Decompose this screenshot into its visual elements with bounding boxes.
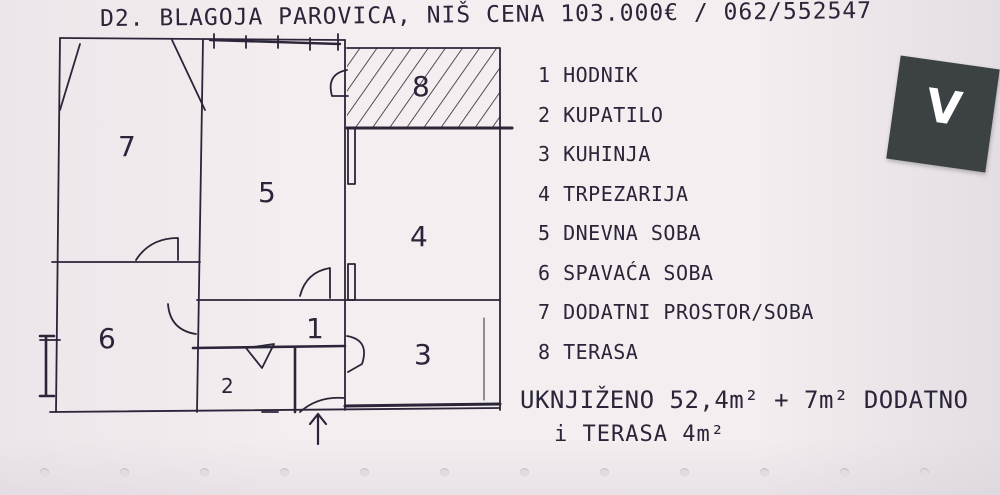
window <box>208 38 342 46</box>
legend-item: 3 KUHINJA <box>538 142 651 166</box>
perforation-hole <box>840 468 849 477</box>
legend-item: 4 TRPEZARIJA <box>538 181 689 206</box>
legend-item: 6 SPAVAĆA SOBA <box>538 260 714 285</box>
measure-mark <box>38 334 56 398</box>
wall <box>343 402 502 408</box>
perforation-hole <box>520 468 529 477</box>
wall <box>49 407 501 413</box>
terrace-hatch <box>347 48 500 128</box>
paper-perforation <box>0 437 1000 495</box>
watermark-badge: V <box>886 55 1000 173</box>
perforation-hole <box>360 468 369 477</box>
perforation-hole <box>120 468 129 477</box>
room-legend: 1 HODNIK 2 KUPATILO 3 KUHINJA 4 TRPEZARI… <box>538 56 814 372</box>
sketch-stroke <box>171 39 206 111</box>
room-number-extra-room: 7 <box>118 130 136 163</box>
wall <box>191 344 347 350</box>
room-number-bathroom: 2 <box>221 374 234 398</box>
perforation-hole <box>40 468 49 477</box>
wall <box>346 47 501 129</box>
perforation-hole <box>280 468 289 477</box>
door-arc <box>329 69 349 97</box>
perforation-hole <box>920 468 929 477</box>
sketch-stroke <box>59 43 81 111</box>
legend-item: 1 HODNIK <box>538 63 639 87</box>
door-arc <box>245 343 275 369</box>
wall <box>55 37 61 413</box>
door-arc <box>135 237 179 261</box>
legend-item: 2 KUPATILO <box>538 102 664 127</box>
door-arc <box>299 267 331 299</box>
terrace-area-text: i TERASA 4m² <box>554 422 725 447</box>
room-number-terrace: 8 <box>412 70 430 103</box>
registered-area-text: UKNJIŽENO 52,4m² + 7m² DODATNO <box>520 386 969 414</box>
door-jamb <box>347 127 356 185</box>
entrance-arrow <box>308 412 328 446</box>
room-number-bedroom: 6 <box>98 322 116 355</box>
window-tick <box>213 33 339 51</box>
room-number-hallway: 1 <box>306 312 324 345</box>
room-number-dining: 4 <box>410 220 428 253</box>
room-number-kitchen: 3 <box>414 338 432 371</box>
perforation-hole <box>600 468 609 477</box>
perforation-hole <box>760 468 769 477</box>
legend-item: 7 DODATNI PROSTOR/SOBA <box>538 300 814 324</box>
door-arc <box>299 396 345 413</box>
perforation-hole <box>680 468 689 477</box>
watermark-letter: V <box>922 77 966 137</box>
perforation-hole <box>200 468 209 477</box>
room-number-living: 5 <box>258 176 276 209</box>
door-jamb <box>347 263 356 301</box>
legend-item: 5 DNEVNA SOBA <box>538 221 702 245</box>
door-arc <box>167 303 197 335</box>
perforation-hole <box>440 468 449 477</box>
wall <box>59 37 346 41</box>
legend-item: 8 TERASA <box>538 339 639 364</box>
door-arc <box>346 335 365 373</box>
